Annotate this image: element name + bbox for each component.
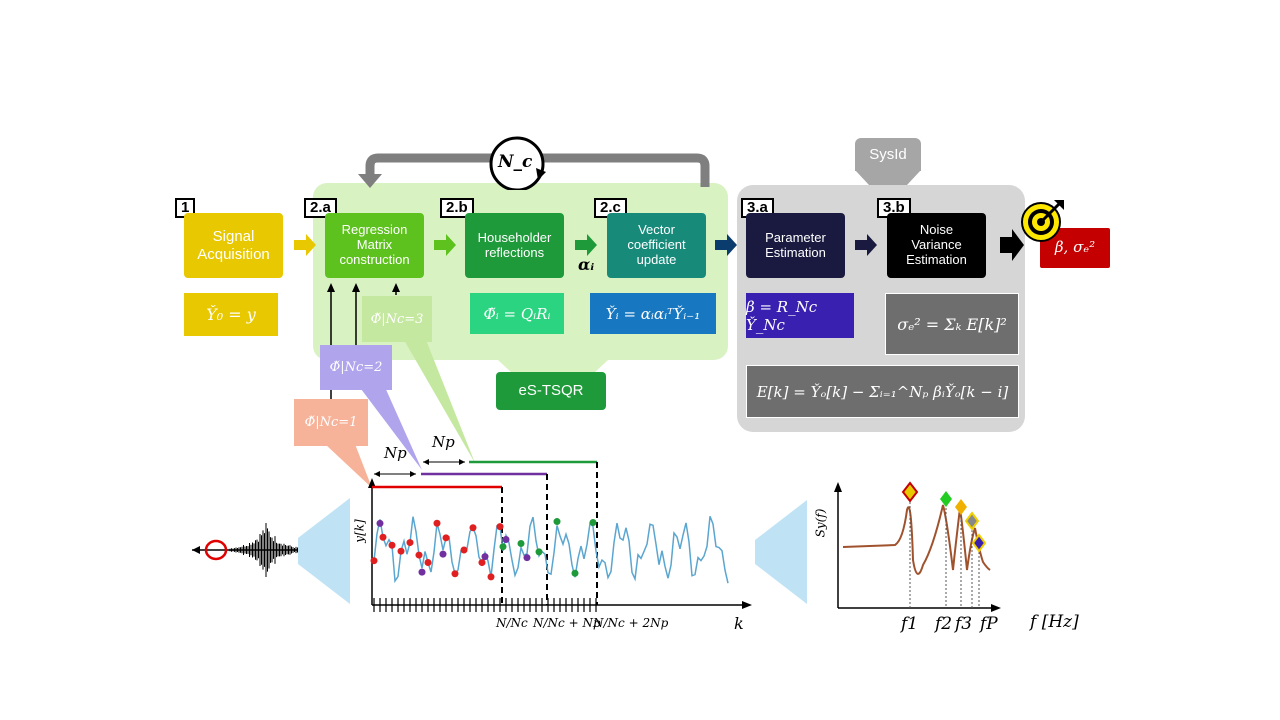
tick-plus-np: N/Nc + Np — [533, 616, 601, 630]
signal-acquisition-box: Signal Acquisition — [184, 213, 283, 278]
estsqr-funnel — [498, 360, 608, 373]
sample-dot — [388, 541, 396, 549]
freq-f2: f2 — [935, 614, 953, 634]
phi-nc1: Φ̌|Nc=1 — [294, 399, 368, 446]
tag-2b: 2.b — [440, 198, 474, 218]
sample-dot — [433, 519, 441, 527]
start-marker — [204, 539, 228, 561]
sample-dot — [553, 518, 561, 526]
spectrum-xlabel: f [Hz] — [1030, 612, 1079, 632]
tick-plus-2np: N/Nc + 2Np — [593, 616, 669, 630]
target-icon — [1021, 200, 1064, 242]
sample-dot — [499, 543, 507, 551]
sample-dot — [481, 553, 489, 561]
eq-noise-variance: σₑ² = Σₖ E[k]² — [885, 293, 1019, 355]
eq-error: E[k] = Y̌ₒ[k] − Σᵢ₌₁^Nₚ βᵢY̌ₒ[k − i] — [746, 365, 1019, 418]
loop-nc-label: N_c — [498, 152, 533, 172]
sample-dot — [370, 557, 378, 565]
eq-initial: Y̌₀ = y — [184, 293, 278, 336]
sample-dot — [517, 540, 525, 548]
sample-dot — [406, 539, 414, 547]
sample-dot — [535, 548, 543, 556]
householder-box: Householder reflections — [465, 213, 564, 278]
regression-matrix-box: Regression Matrix construction — [325, 213, 424, 278]
parameter-estimation-box: Parameter Estimation — [746, 213, 845, 278]
phi-nc3: Φ̌|Nc=3 — [362, 296, 432, 342]
vector-update-box: Vector coefficient update — [607, 213, 706, 278]
sample-dot — [487, 573, 495, 581]
sample-dot — [439, 550, 447, 558]
np-label-1: Np — [384, 444, 407, 462]
np-label-2: Np — [432, 433, 455, 451]
loop-arrow — [358, 136, 710, 190]
sample-dot — [379, 533, 387, 541]
eq-householder: Φ̃ᵢ = QᵢRᵢ — [470, 293, 564, 334]
sysid-funnel — [855, 170, 921, 185]
freq-f1: f1 — [901, 614, 919, 634]
sample-dot — [523, 554, 531, 562]
noise-variance-box: Noise Variance Estimation — [887, 213, 986, 278]
sample-dot — [424, 558, 432, 566]
tick-n-over-nc: N/Nc — [496, 616, 528, 630]
signal-plot — [192, 459, 752, 612]
sample-dot — [496, 523, 504, 531]
estsqr-label: eS-TSQR — [496, 372, 606, 410]
spectrum-plot — [755, 481, 1001, 612]
spectrum-ylabel: Sy(f) — [813, 508, 828, 538]
sample-dot — [478, 559, 486, 567]
phi-nc2: Φ̌|Nc=2 — [320, 345, 392, 390]
raw-burst — [229, 522, 298, 578]
sample-dot — [397, 547, 405, 555]
sample-dot — [589, 519, 597, 527]
freq-fp: fP — [980, 614, 998, 634]
tag-2c: 2.c — [594, 198, 627, 218]
eq-parameter: β = R_Nc Y̌_Nc — [746, 293, 854, 338]
sample-dot — [502, 535, 510, 543]
sample-dot — [376, 519, 384, 527]
sysid-label: SysId — [855, 138, 921, 171]
sample-dot — [451, 570, 459, 578]
signal-xlabel: k — [734, 614, 744, 633]
sample-dot — [460, 546, 468, 554]
sample-dot — [571, 569, 579, 577]
sample-dot — [418, 568, 426, 576]
alpha-label: αᵢ — [578, 255, 595, 274]
eq-vector-update: Y̌ᵢ = αᵢαᵢᵀY̌ᵢ₋₁ — [590, 293, 716, 334]
sample-dot — [415, 551, 423, 559]
freq-f3: f3 — [955, 614, 973, 634]
signal-ylabel: y[k] — [352, 519, 367, 543]
sample-dot — [442, 534, 450, 542]
sample-dot — [469, 524, 477, 532]
